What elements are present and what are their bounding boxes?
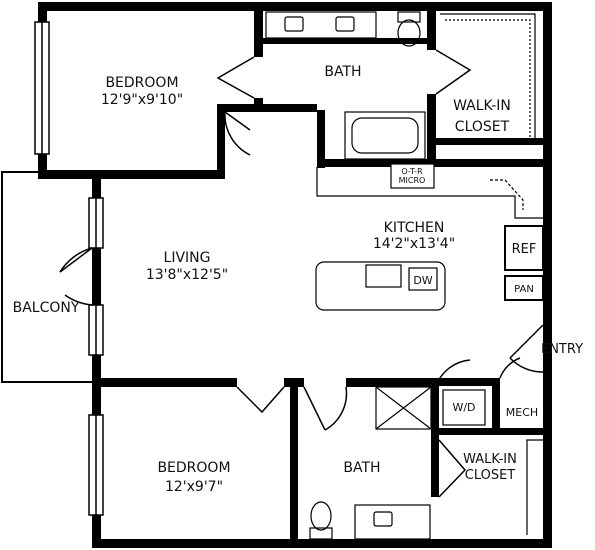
balcony-name: BALCONY (13, 300, 80, 316)
doors (59, 49, 544, 498)
bedroom1-name: BEDROOM (105, 75, 178, 91)
room-labels: BEDROOM 12'9"x9'10" BATH WALK-IN CLOSET … (13, 64, 583, 495)
kitchen-dims: 14'2"x13'4" (373, 236, 455, 252)
microwave-line2: MICRO (399, 176, 426, 185)
fixtures (265, 11, 544, 540)
microwave-line1: O-T-R (401, 167, 423, 176)
windows (34, 21, 104, 516)
mech-name: MECH (506, 406, 538, 419)
ref-label: REF (512, 242, 537, 257)
walkin1-line1: WALK-IN (453, 98, 511, 114)
entry-name: ENTRY (541, 342, 583, 357)
walkin2-line2: CLOSET (465, 468, 516, 483)
bath2-name: BATH (343, 460, 380, 476)
living-dims: 13'8"x12'5" (146, 267, 228, 283)
walkin2-line1: WALK-IN (463, 452, 517, 467)
pan-label: PAN (514, 284, 534, 295)
kitchen-name: KITCHEN (384, 220, 445, 236)
bedroom2-name: BEDROOM (157, 460, 230, 476)
bath1-name: BATH (324, 64, 361, 80)
living-name: LIVING (164, 250, 211, 266)
wd-label: W/D (452, 401, 475, 414)
walkin1-line2: CLOSET (455, 119, 510, 135)
balcony-outline (1, 171, 99, 383)
bedroom2-dims: 12'x9'7" (165, 479, 223, 495)
bedroom1-dims: 12'9"x9'10" (101, 92, 183, 108)
dw-label: DW (413, 274, 432, 287)
